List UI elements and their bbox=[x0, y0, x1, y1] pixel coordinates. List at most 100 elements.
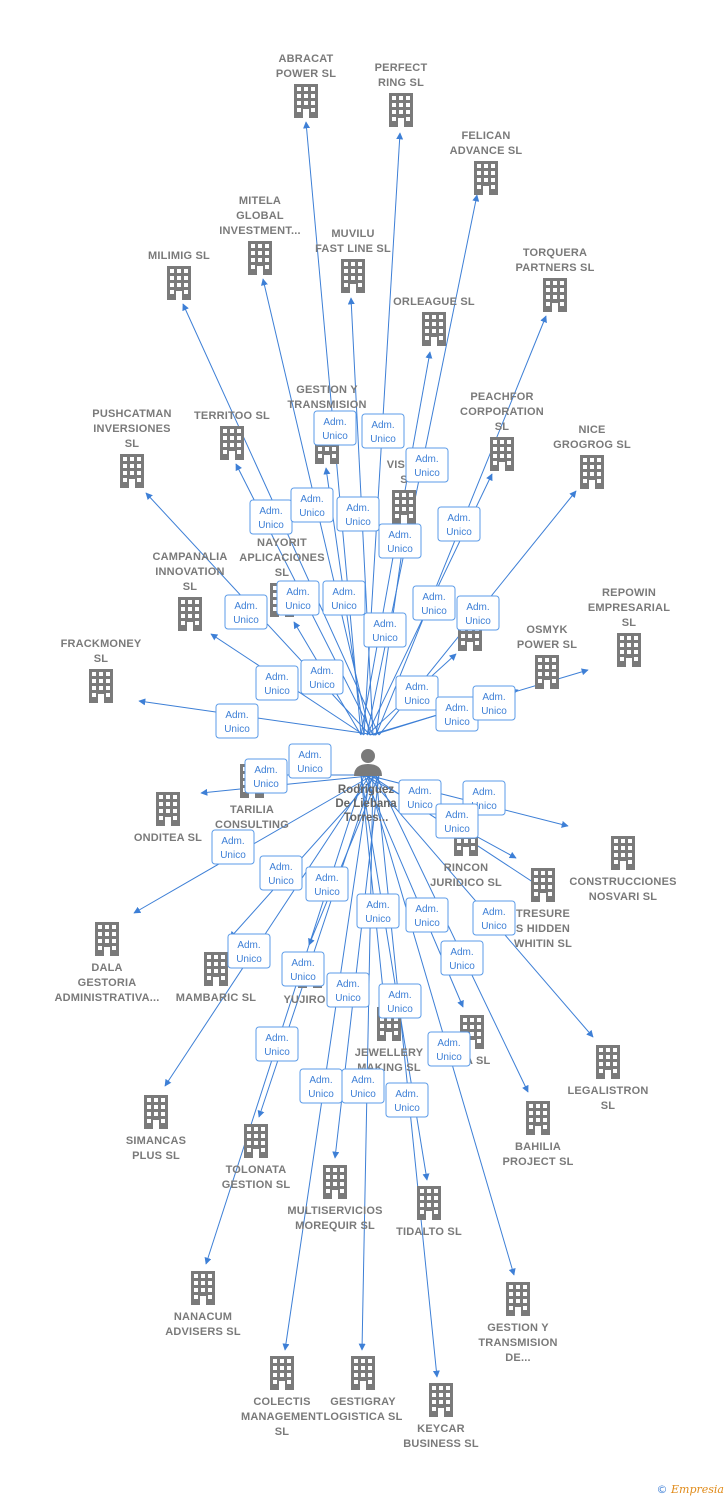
company-label-gestion_top-line-1: GESTION Y bbox=[296, 384, 358, 396]
edge-label-badge: Adm.Unico bbox=[322, 580, 366, 616]
company-node-dala[interactable]: DALAGESTORIAADMINISTRATIVA... bbox=[54, 922, 159, 1004]
edge-label-badge: Adm.Unico bbox=[224, 594, 268, 630]
badge-text-line-1: Adm. bbox=[415, 454, 438, 465]
badge-text-line-1: Adm. bbox=[309, 1075, 332, 1086]
edge-label-badge: Adm.Unico bbox=[326, 972, 370, 1008]
company-label-territoo-line-1: TERRITOO SL bbox=[194, 410, 270, 422]
building-icon bbox=[543, 278, 567, 312]
badge-text-line-2: Unico bbox=[404, 696, 430, 707]
building-icon bbox=[144, 1095, 168, 1129]
edge-label-badge: Adm.Unico bbox=[281, 951, 325, 987]
badge-text-line-2: Unico bbox=[481, 921, 507, 932]
badge-text-line-1: Adm. bbox=[450, 947, 473, 958]
company-label-frackmoney-line-2: SL bbox=[94, 653, 109, 665]
badge-box bbox=[313, 410, 357, 446]
company-label-construcciones-line-2: NOSVARI SL bbox=[589, 891, 657, 903]
company-node-gestion_bottom[interactable]: GESTION YTRANSMISIONDE... bbox=[478, 1282, 557, 1364]
company-node-territoo[interactable]: TERRITOO SL bbox=[194, 410, 270, 460]
badge-text-line-2: Unico bbox=[465, 616, 491, 627]
edge-label-badge: Adm.Unico bbox=[313, 410, 357, 446]
company-label-gestion_bottom-line-3: DE... bbox=[505, 1352, 530, 1364]
badge-box bbox=[326, 972, 370, 1008]
edge-label-badge: Adm.Unico bbox=[398, 779, 442, 815]
badge-text-line-2: Unico bbox=[297, 764, 323, 775]
edge-label-badge: Adm. Unico bbox=[341, 1068, 385, 1104]
company-label-tolonata-line-2: GESTION SL bbox=[222, 1179, 291, 1191]
company-label-abracat-line-2: POWER SL bbox=[276, 68, 336, 80]
edge-label-badge: Adm.Unico bbox=[361, 413, 405, 449]
company-label-rincon-line-1: RINCON bbox=[444, 862, 489, 874]
company-node-yujiro[interactable]: YUJIRO S bbox=[284, 954, 337, 1006]
company-label-perfect-line-1: PERFECT bbox=[375, 62, 428, 74]
badge-box bbox=[290, 487, 334, 523]
company-node-abracat[interactable]: ABRACAT POWER SL bbox=[276, 53, 336, 118]
center-person[interactable]: Rodriguez De Liebana Torres... bbox=[335, 749, 397, 824]
badge-text-line-1: Adm. bbox=[482, 692, 505, 703]
company-label-abracat-line-1: ABRACAT bbox=[279, 53, 334, 65]
building-icon bbox=[580, 455, 604, 489]
building-icon bbox=[89, 669, 113, 703]
company-label-torquera-line-2: PARTNERS SL bbox=[515, 262, 594, 274]
company-node-milimig[interactable]: MILIMIG SL bbox=[148, 250, 210, 300]
building-icon bbox=[392, 490, 416, 524]
badge-box bbox=[276, 580, 320, 616]
building-icon bbox=[191, 1271, 215, 1305]
building-icon bbox=[220, 426, 244, 460]
company-node-onditea[interactable]: ONDITEA SL bbox=[134, 792, 202, 844]
badge-text-line-2: Unico bbox=[414, 918, 440, 929]
company-label-repowin-line-1: REPOWIN bbox=[602, 587, 656, 599]
company-label-nayorit-line-1: NAYORIT bbox=[257, 537, 307, 549]
badge-text-line-1: Adm. bbox=[254, 765, 277, 776]
badge-box bbox=[378, 983, 422, 1019]
badge-text-line-1: Adm. bbox=[422, 592, 445, 603]
company-node-mitela[interactable]: MITELAGLOBALINVESTMENT... bbox=[219, 195, 301, 275]
company-node-mambaric[interactable]: MAMBARIC SL bbox=[176, 952, 256, 1004]
edge-yujiro bbox=[308, 774, 380, 946]
badge-text-line-2: Unico bbox=[370, 434, 396, 445]
company-label-pushcatman-line-3: SL bbox=[125, 438, 140, 450]
building-icon bbox=[167, 266, 191, 300]
badge-text-line-1: Adm. bbox=[221, 836, 244, 847]
badge-text-line-1: Adm. bbox=[300, 494, 323, 505]
badge-text-line-1: Adm. bbox=[269, 862, 292, 873]
badge-box bbox=[456, 595, 500, 631]
company-node-tidalto[interactable]: TIDALTO SL bbox=[396, 1186, 462, 1238]
badge-text-line-2: Unico bbox=[387, 544, 413, 555]
badge-text-line-1: Adm. bbox=[286, 587, 309, 598]
badge-box bbox=[435, 803, 479, 839]
badge-text-line-1: Adm. bbox=[351, 1075, 374, 1086]
building-icon bbox=[596, 1045, 620, 1079]
badge-text-line-1: Adm. bbox=[373, 619, 396, 630]
edge-label-badge: Adm.Unico bbox=[378, 523, 422, 559]
badge-text-line-1: Adm. bbox=[310, 666, 333, 677]
company-label-simancas-line-2: PLUS SL bbox=[132, 1150, 180, 1162]
badge-box bbox=[215, 703, 259, 739]
badge-text-line-2: Unico bbox=[350, 1089, 376, 1100]
company-node-orleague[interactable]: ORLEAGUE SL bbox=[393, 296, 475, 346]
